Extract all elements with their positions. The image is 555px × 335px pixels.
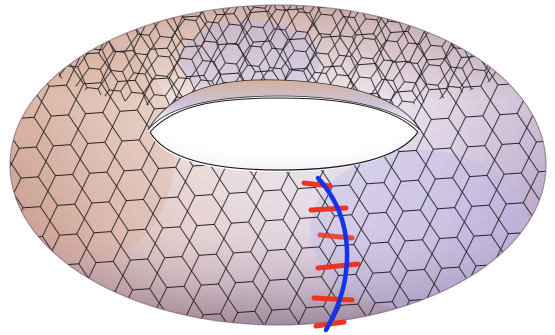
edge-marker (314, 298, 352, 300)
